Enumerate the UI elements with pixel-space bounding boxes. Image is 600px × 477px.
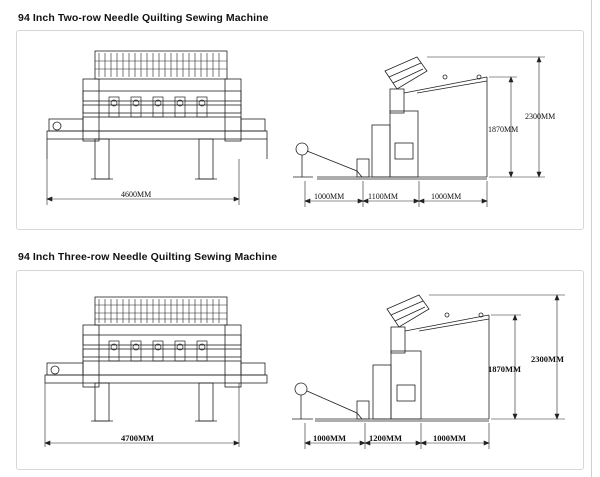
side-dim-1: 1000MM [313,433,346,443]
technical-drawing-two-row: 4600MM [46,50,555,207]
dimension-heights [429,294,565,420]
dimension-front-width [46,159,240,205]
front-view-machine [44,296,268,422]
dimension-side-depth [304,181,488,207]
dimension-heights [427,56,545,178]
front-view-machine [46,50,268,180]
diagram-frame-three-row: 4700MM [16,270,584,470]
section-title-two-row: 94 Inch Two-row Needle Quilting Sewing M… [18,12,269,24]
dimension-side-depth [304,423,490,449]
section-title-three-row: 94 Inch Three-row Needle Quilting Sewing… [18,251,278,263]
side-dim-1: 1000MM [314,192,344,201]
height-main-label: 1870MM [488,364,521,374]
front-width-label: 4600MM [121,190,151,199]
height-total-label: 2300MM [525,112,555,121]
side-view-machine [293,56,488,180]
dimension-front-width [44,383,240,447]
side-view-machine [292,294,490,422]
technical-drawing-three-row: 4700MM [44,294,565,449]
height-total-label: 2300MM [531,354,564,364]
side-dim-2: 1200MM [369,433,402,443]
side-dim-2: 1100MM [368,192,398,201]
side-dim-3: 1000MM [431,192,461,201]
diagram-frame-two-row: 4600MM [16,30,584,230]
height-main-label: 1870MM [488,125,518,134]
front-width-label: 4700MM [121,433,154,443]
page-edge-rule [591,0,592,477]
side-dim-3: 1000MM [433,433,466,443]
